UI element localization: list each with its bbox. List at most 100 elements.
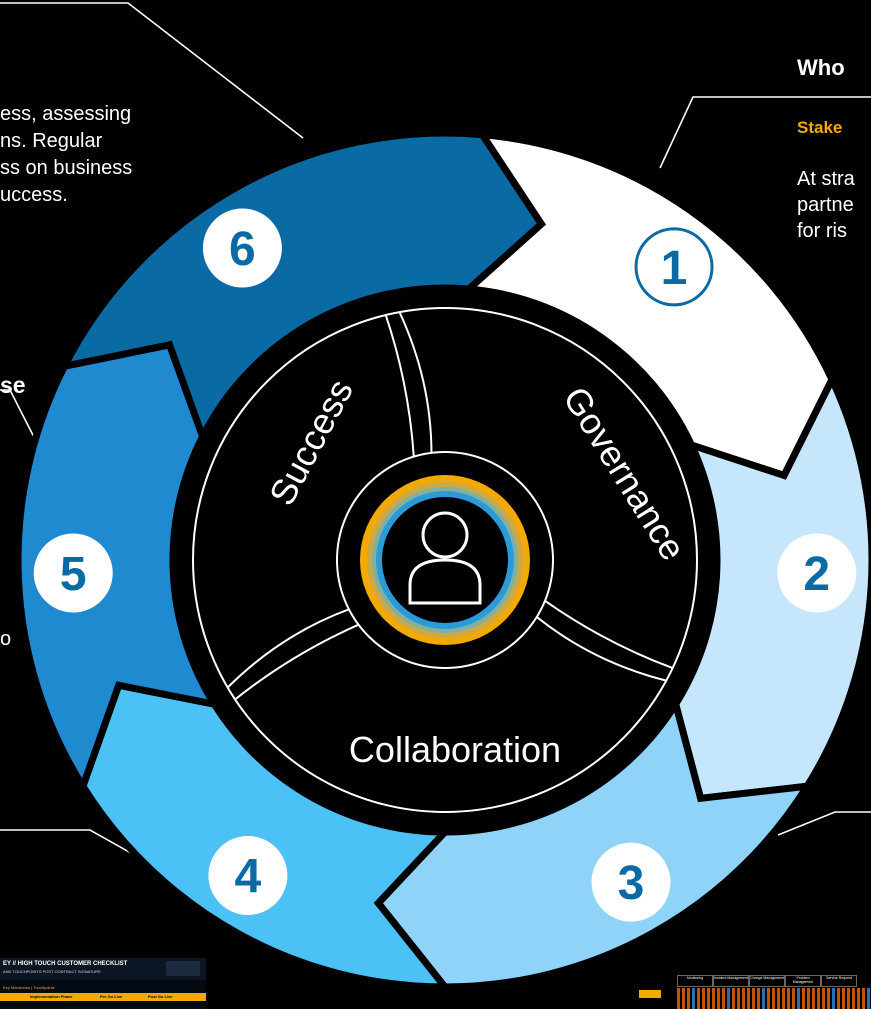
segment-number-badge-4[interactable]: 4 — [208, 835, 288, 915]
segment-number-badges: 1 2 3 4 5 6 — [33, 208, 857, 922]
service-column-header: Service Request — [821, 975, 857, 987]
divider-top — [384, 314, 415, 457]
service-bar — [712, 988, 715, 1009]
right-callout-line-1: At stra — [797, 168, 855, 190]
segment-number: 3 — [618, 857, 645, 910]
service-column-header: Change Management — [749, 975, 785, 987]
service-bar — [757, 988, 760, 1009]
service-bar — [742, 988, 745, 1009]
service-bar — [852, 988, 855, 1009]
service-bar — [832, 988, 835, 1009]
thumbnail-title: EY // HIGH TOUCH CUSTOMER CHECKLIST — [3, 961, 128, 967]
service-bar — [722, 988, 725, 1009]
thumbnail-subtitle: AND TOUCHPOINTS POST CONTRACT SIGNATURE — [3, 969, 101, 974]
right-callout-line-3: for ris — [797, 220, 847, 242]
service-bar — [867, 988, 870, 1009]
service-bar — [697, 988, 700, 1009]
service-column-header: Problem Management — [785, 975, 821, 987]
service-row-tag — [639, 990, 661, 998]
right-callout-subheading: Stake — [797, 118, 843, 137]
divider-lower-right — [536, 616, 667, 682]
left-callout-line-2: ns. Regular — [0, 130, 103, 152]
thumbnail-phase-1: Implementation Phase — [30, 994, 73, 999]
segment-number-badge-3[interactable]: 3 — [591, 842, 671, 922]
connector-bottom-right — [777, 811, 871, 836]
thumbnail-phase-2: Pre Go Live — [100, 994, 123, 999]
service-bar — [727, 988, 730, 1009]
right-callout-line-2: partne — [797, 194, 854, 216]
service-bar — [822, 988, 825, 1009]
service-bar — [772, 988, 775, 1009]
thumbnail-milestone-label: Key Milestones | Touchpoints — [3, 985, 55, 990]
service-bar — [682, 988, 685, 1009]
service-bar — [817, 988, 820, 1009]
service-bar — [837, 988, 840, 1009]
inner-dividers — [226, 311, 673, 701]
segment-number-badge-2[interactable]: 2 — [777, 533, 857, 613]
right-callout-heading: Who — [797, 55, 845, 80]
segment-number: 1 — [661, 242, 688, 295]
service-column-header: Incident Management — [713, 975, 749, 987]
thumbnail-phase-bar — [0, 993, 206, 1001]
service-bar — [862, 988, 865, 1009]
connector-top-right — [659, 96, 871, 169]
service-bar — [857, 988, 860, 1009]
left-callout-line-4: uccess. — [0, 184, 68, 206]
checklist-thumbnail[interactable]: EY // HIGH TOUCH CUSTOMER CHECKLIST AND … — [0, 958, 206, 1009]
person-icon — [408, 511, 482, 605]
service-bar — [777, 988, 780, 1009]
left-callout-line-3: ss on business — [0, 157, 133, 179]
segment-number-badge-1[interactable]: 1 — [634, 227, 714, 307]
service-bar — [807, 988, 810, 1009]
connector-top-left — [0, 2, 304, 139]
badge-circle — [591, 842, 671, 922]
service-bar — [717, 988, 720, 1009]
thumbnail-logo — [166, 961, 200, 976]
segment-number: 5 — [60, 548, 87, 601]
service-bar — [737, 988, 740, 1009]
left-callout-line-1: ess, assessing — [0, 103, 132, 125]
service-bar — [802, 988, 805, 1009]
segment-number-badge-5[interactable]: 5 — [33, 533, 113, 613]
badge-circle — [208, 835, 288, 915]
service-bar — [797, 988, 800, 1009]
service-column-header: Monitoring — [677, 975, 713, 987]
left-heading-fragment: se — [0, 372, 26, 398]
divider-lower-right — [544, 599, 673, 670]
inner-ring-outline — [192, 307, 698, 813]
center-badge — [360, 475, 530, 645]
center-ring-outline — [336, 451, 554, 669]
service-bar — [747, 988, 750, 1009]
service-bar — [702, 988, 705, 1009]
segment-number-badge-6[interactable]: 6 — [202, 208, 282, 288]
thumbnail-phase-3: Post Go Live — [148, 994, 173, 999]
segment-number: 6 — [229, 223, 256, 276]
service-bar — [842, 988, 845, 1009]
label-collaboration: Collaboration — [349, 729, 561, 770]
segment-number: 2 — [803, 548, 830, 601]
service-bar — [767, 988, 770, 1009]
service-bar — [762, 988, 765, 1009]
connector-mid-left — [0, 389, 39, 446]
service-bar — [782, 988, 785, 1009]
divider-lower-left — [226, 608, 350, 689]
service-bar — [787, 988, 790, 1009]
divider-lower-left — [234, 623, 359, 701]
badge-circle — [33, 533, 113, 613]
service-bar — [827, 988, 830, 1009]
badge-circle — [202, 208, 282, 288]
divider-top — [398, 311, 433, 453]
service-bar — [732, 988, 735, 1009]
service-bar — [752, 988, 755, 1009]
service-bar — [707, 988, 710, 1009]
service-bar — [692, 988, 695, 1009]
badge-circle — [634, 227, 714, 307]
segment-number: 4 — [235, 850, 262, 903]
service-bar — [687, 988, 690, 1009]
badge-circle — [777, 533, 857, 613]
service-bar — [792, 988, 795, 1009]
service-bar — [812, 988, 815, 1009]
service-bar — [847, 988, 850, 1009]
